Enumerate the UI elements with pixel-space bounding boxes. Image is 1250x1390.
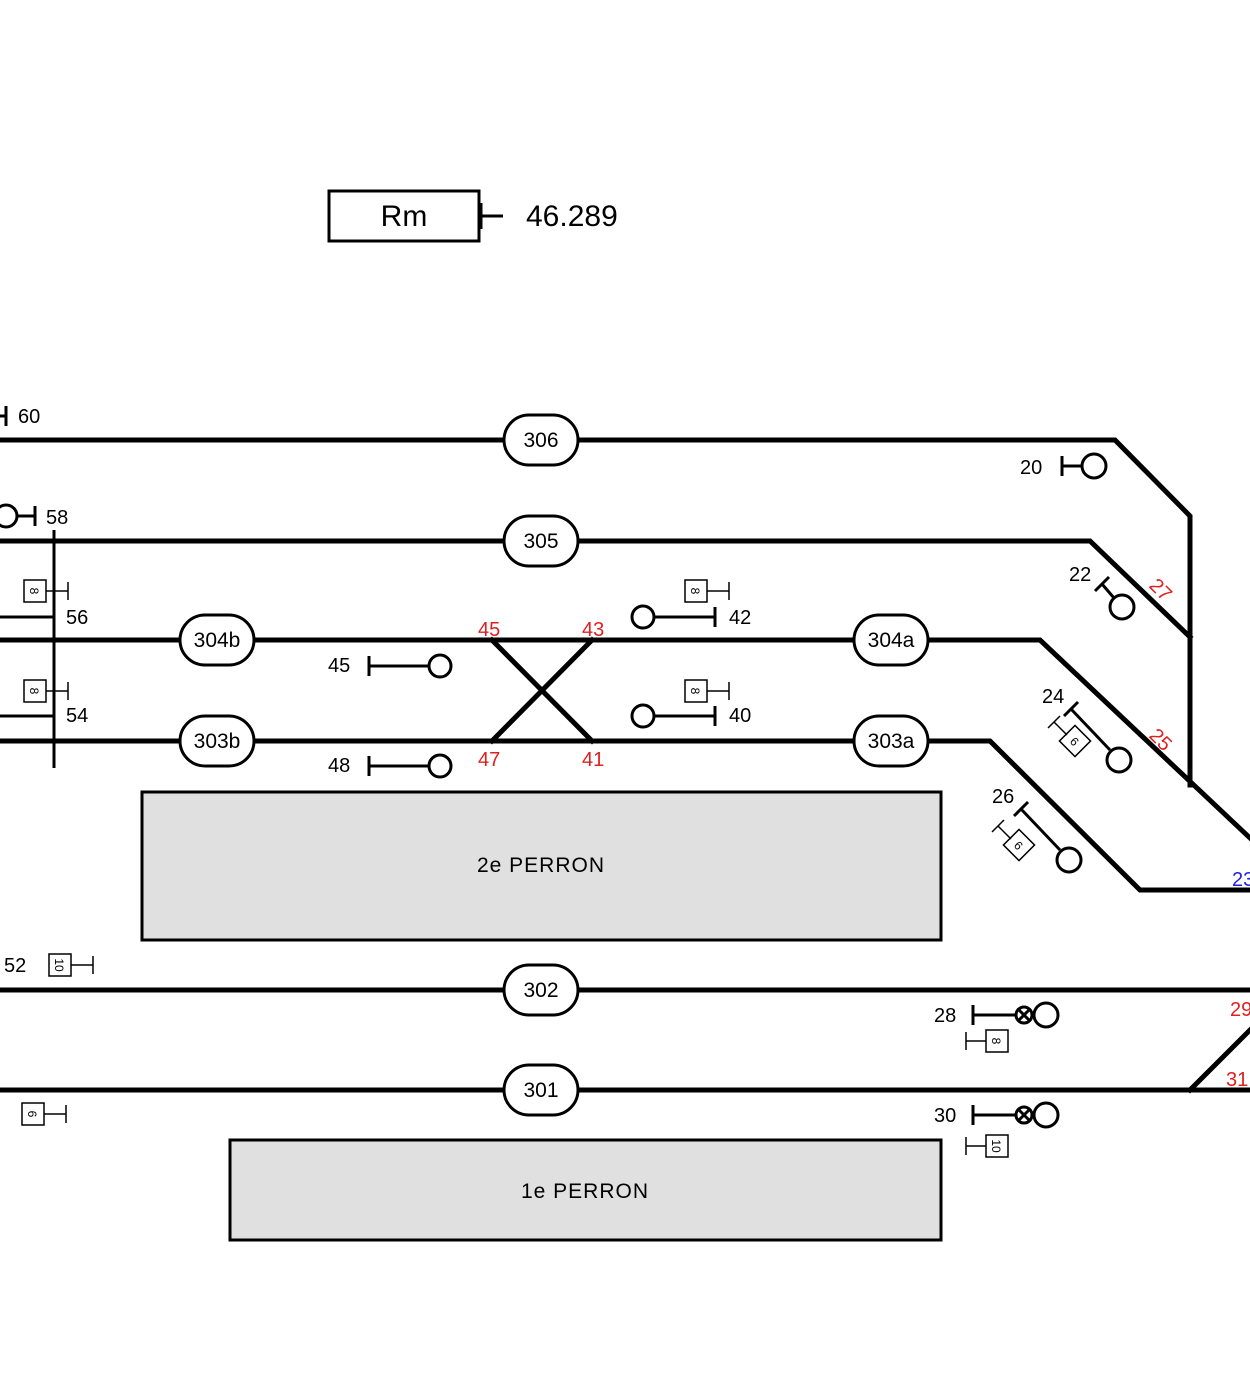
switch-number-31: 31: [1226, 1069, 1248, 1091]
signal-label-52: 52: [4, 955, 26, 977]
track-oval-301: [502, 1063, 580, 1117]
platform-1-label: 1e PERRON: [521, 1180, 649, 1203]
signal-42: 42 8: [630, 579, 751, 630]
signal-58: 58: [0, 503, 68, 529]
track-label-306: 306: [523, 429, 558, 452]
speed-board-42-value: 8: [688, 588, 702, 595]
track-lines: [0, 437, 1250, 1094]
signal-label-24: 24: [1042, 686, 1064, 708]
signal-30: 30 10: [934, 1101, 1060, 1158]
switch-number-45: 45: [478, 619, 500, 641]
signal-24: 24 6: [1042, 686, 1133, 774]
track-304-line: [0, 637, 1250, 842]
track-oval-305: [502, 514, 580, 568]
track-label-305: 305: [523, 530, 558, 553]
signal-label-26: 26: [992, 786, 1014, 808]
switch-number-41: 41: [582, 749, 604, 771]
signal-60: 60: [0, 406, 40, 428]
kilometer-box: [327, 189, 481, 243]
track-number-ovals: 306 305 304b 304a 303b 303a 302 301: [178, 413, 930, 1117]
signal-56: 56 8: [0, 579, 88, 629]
blue-number-23: 23: [1232, 869, 1250, 891]
signal-label-56: 56: [66, 607, 88, 629]
signal-label-45: 45: [328, 655, 350, 677]
speed-board-52-value: 10: [52, 958, 66, 972]
signal-28: 28 8: [934, 1001, 1060, 1053]
speed-board-54-value: 8: [27, 688, 41, 695]
signal-label-28: 28: [934, 1005, 956, 1027]
signal-52: 52 10: [4, 953, 94, 977]
signal-45: 45: [328, 653, 453, 679]
switch-number-29: 29: [1230, 999, 1250, 1021]
signal-label-58: 58: [46, 507, 68, 529]
track-oval-303a: [852, 714, 930, 768]
crossover-diagonal-2: [488, 636, 596, 745]
kilometer-marker: Rm 46.289: [327, 189, 618, 243]
kilometer-value: 46.289: [526, 200, 618, 233]
track-oval-302: [502, 963, 580, 1017]
track-305-line: [0, 538, 1194, 641]
track-301-302-connection: [1186, 1026, 1250, 1094]
speed-board-28-value: 8: [989, 1038, 1003, 1045]
track-label-303a: 303a: [868, 730, 915, 753]
speed-board-30-value: 10: [989, 1139, 1003, 1153]
track-oval-303b: [178, 714, 256, 768]
track-label-304a: 304a: [868, 629, 915, 652]
track-label-303b: 303b: [194, 730, 241, 753]
platform-1: [228, 1138, 943, 1242]
switch-number-43: 43: [582, 619, 604, 641]
signal-40: 40 8: [630, 679, 751, 729]
signal-20: 20: [1020, 452, 1108, 480]
kilometer-box-label: Rm: [381, 200, 428, 233]
speed-board-40-value: 8: [688, 688, 702, 695]
track-label-302: 302: [523, 979, 558, 1002]
signal-label-54: 54: [66, 705, 88, 727]
speed-board-left-301-value: 6: [25, 1111, 39, 1118]
speed-board-28: [985, 1029, 1009, 1053]
switch-number-25: 25: [1145, 724, 1176, 755]
signal-22: 22: [1069, 564, 1136, 621]
signal-26: 26 6: [991, 786, 1083, 874]
track-label-304b: 304b: [194, 629, 241, 652]
speed-board-26: [1002, 828, 1036, 862]
speed-board-24: [1058, 724, 1092, 758]
signal-label-30: 30: [934, 1105, 956, 1127]
signal-label-60: 60: [18, 406, 40, 428]
signal-label-48: 48: [328, 755, 350, 777]
signal-label-42: 42: [729, 607, 751, 629]
signal-label-40: 40: [729, 705, 751, 727]
track-oval-304a: [852, 613, 930, 667]
track-oval-304b: [178, 613, 256, 667]
signals: 60 58 56 8 54 8 52: [0, 406, 1136, 1158]
platform-2-label: 2e PERRON: [477, 854, 605, 877]
signal-48: 48: [328, 753, 453, 779]
track-label-301: 301: [523, 1079, 558, 1102]
signal-left-301: 6: [21, 1102, 67, 1126]
speed-board-56-value: 8: [27, 588, 41, 595]
track-oval-306: [502, 413, 580, 467]
platforms: 2e PERRON 1e PERRON: [140, 790, 943, 1242]
signal-54: 54 8: [0, 679, 88, 727]
signal-label-22: 22: [1069, 564, 1091, 586]
switch-number-47: 47: [478, 749, 500, 771]
track-306-line: [0, 437, 1193, 788]
signal-label-20: 20: [1020, 457, 1042, 479]
speed-board-30: [985, 1134, 1009, 1158]
platform-2: [140, 790, 943, 942]
